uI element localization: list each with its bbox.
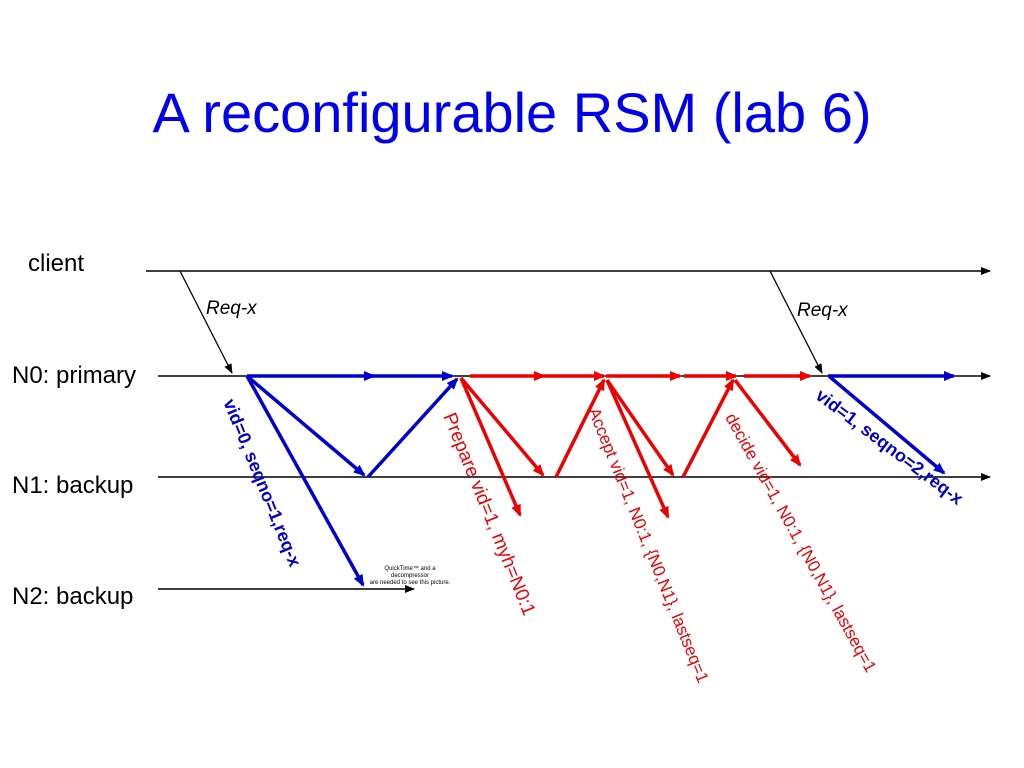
quicktime-line-1: QuickTime™ and a	[384, 566, 436, 572]
client-request-arrow-2	[769, 270, 823, 374]
quicktime-line-3: are needed to see this picture.	[369, 580, 451, 586]
client-request-arrow-1	[179, 270, 233, 374]
request-label-2: Req-x	[797, 300, 848, 321]
n0-to-n1-blue-arrow	[245, 374, 366, 477]
accept-to-n2-arrow	[605, 379, 670, 519]
quicktime-placeholder: QuickTime™ and a decompressor are needed…	[360, 566, 460, 587]
accept-reply-arrow	[681, 378, 735, 478]
prepare-reply-arrow	[554, 378, 606, 478]
n2-backup-label: N2: backup	[12, 583, 134, 610]
request-label-1: Req-x	[206, 298, 257, 319]
decide-to-n1-arrow	[733, 378, 802, 467]
quicktime-line-2: decompressor	[390, 573, 429, 579]
prepare-to-n1-arrow	[459, 376, 545, 477]
client-label: client	[28, 250, 85, 277]
n0-to-n1-blue-arrow-2	[828, 375, 946, 475]
n0-to-n2-blue-arrow	[245, 375, 365, 587]
prepare-to-n2-arrow	[459, 377, 522, 517]
n1-backup-label: N1: backup	[12, 472, 134, 499]
page-title: A reconfigurable RSM (lab 6)	[152, 81, 872, 144]
accept-to-n1-arrow	[605, 379, 675, 477]
n0-primary-label: N0: primary	[12, 362, 137, 389]
n1-to-n0-blue-arrow	[366, 377, 459, 479]
